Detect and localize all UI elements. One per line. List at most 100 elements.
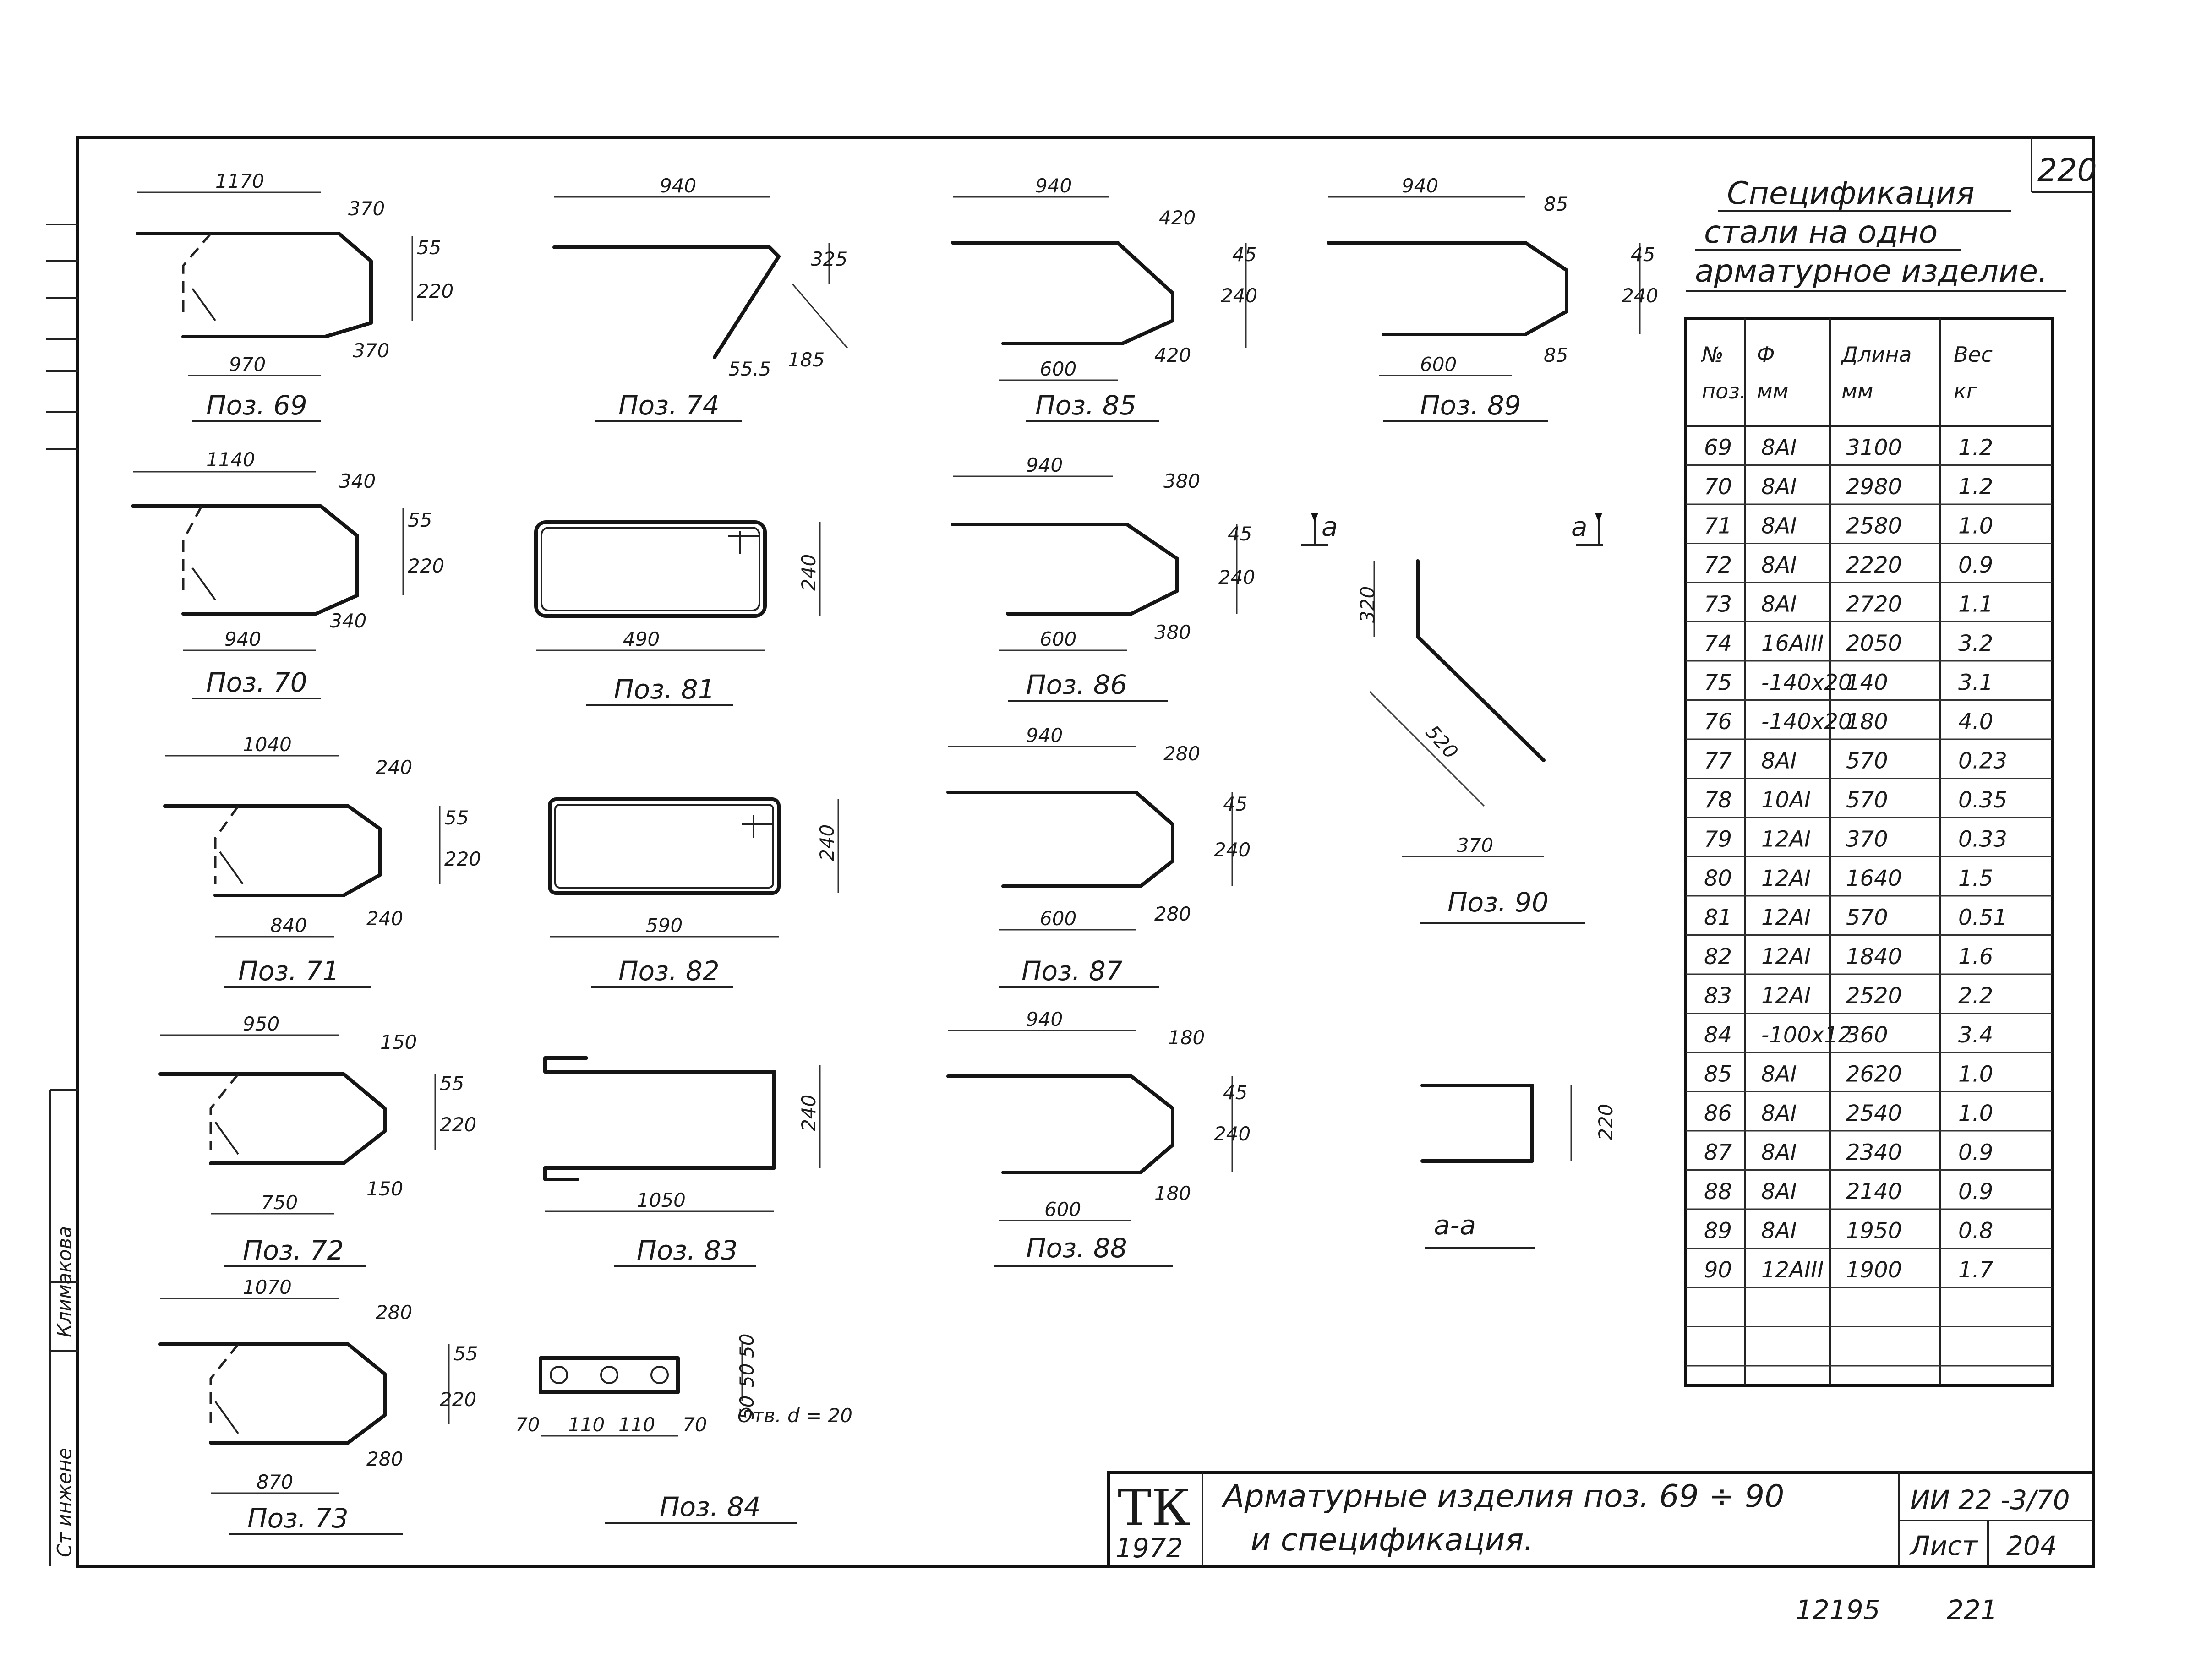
hole-2-icon	[600, 1366, 618, 1384]
table-cell: 0.9	[1958, 1179, 1993, 1205]
table-cell: 81	[1704, 905, 1732, 931]
position-71-drawing: 1040 240 55 220 840 240 Поз. 71	[163, 733, 481, 988]
dim-83-0: 240	[797, 1095, 820, 1131]
position-88-drawing: 940 180 45 240 600 180 Поз. 88	[946, 1008, 1251, 1267]
table-cell: 70	[1704, 474, 1732, 500]
table-cell: 8AI	[1761, 1062, 1797, 1087]
table-cell: 3.1	[1958, 670, 1993, 696]
label-81: Поз. 81	[614, 674, 715, 705]
table-cell: 82	[1704, 944, 1732, 970]
spec-title-line-1: Спецификация	[1727, 175, 1975, 212]
table-cell: 77	[1704, 748, 1732, 774]
table-header-3-1: кг	[1954, 379, 1978, 403]
title-block: ТК 1972 Арматурные изделия поз. 69 ÷ 90 …	[1107, 1471, 2095, 1568]
dim-85-0: 940	[1035, 174, 1072, 197]
table-cell: 2340	[1846, 1140, 1902, 1166]
position-73-drawing: 1070 280 55 220 870 280 Поз. 73	[158, 1276, 478, 1535]
dim-86-0: 940	[1026, 454, 1063, 476]
dim-74-1: 325	[811, 248, 847, 270]
position-86-drawing: 940 380 45 240 600 380 Поз. 86	[951, 454, 1255, 702]
dim-71-3: 220	[444, 848, 481, 870]
table-cell: 3.2	[1958, 631, 1993, 656]
table-cell: 370	[1846, 827, 1888, 852]
dim-71-4: 840	[270, 914, 307, 937]
label-83: Поз. 83	[637, 1235, 738, 1266]
label-69: Поз. 69	[206, 390, 307, 421]
dim-81-1: 490	[623, 628, 660, 650]
dim-85-3: 240	[1221, 284, 1257, 307]
spec-title-line-3: арматурное изделие.	[1695, 253, 2048, 289]
table-cell: 360	[1846, 1022, 1888, 1048]
label-84: Поз. 84	[660, 1491, 761, 1522]
dim-85-1: 420	[1159, 207, 1196, 229]
dim-88-3: 240	[1214, 1123, 1251, 1145]
dim-74-2: 55.5	[728, 358, 771, 380]
table-cell: 12AI	[1761, 905, 1811, 931]
table-cell: 1900	[1846, 1257, 1902, 1283]
dim-89-2: 45	[1631, 243, 1655, 266]
table-cell: 8AI	[1761, 1140, 1797, 1166]
table-cell: 74	[1704, 631, 1732, 656]
table-cell: 87	[1704, 1140, 1732, 1166]
table-cell: 0.23	[1958, 748, 2007, 774]
table-cell: 80	[1704, 866, 1732, 891]
dim-70-3: 220	[408, 555, 444, 577]
dim-82-1: 590	[646, 914, 683, 937]
drawing-title-line-2: и спецификация.	[1251, 1522, 1534, 1558]
table-cell: -100x12	[1761, 1022, 1852, 1048]
dim-84-6: 70	[683, 1413, 707, 1436]
table-header-2-1: мм	[1841, 379, 1873, 403]
label-71: Поз. 71	[238, 955, 339, 987]
table-header-0-0: №	[1700, 342, 1724, 367]
table-cell: 0.8	[1958, 1218, 1993, 1244]
title-year: 1972	[1115, 1532, 1183, 1564]
table-cell: 73	[1704, 592, 1732, 617]
table-cell: 12AI	[1761, 827, 1811, 852]
table-cell: 8AI	[1761, 513, 1797, 539]
dim-71-5: 240	[366, 907, 403, 930]
table-cell: 0.51	[1958, 905, 2007, 931]
bottom-number-right: 221	[1947, 1594, 1998, 1625]
label-89: Поз. 89	[1420, 390, 1521, 421]
position-82-drawing: 240 590 Поз. 82	[548, 797, 839, 988]
label-72: Поз. 72	[243, 1235, 344, 1266]
label-74: Поз. 74	[618, 390, 720, 421]
position-81-drawing: 240 490 Поз. 81	[534, 520, 821, 706]
label-70: Поз. 70	[206, 667, 307, 698]
dim-87-4: 600	[1040, 907, 1076, 930]
dim-89-5: 85	[1544, 344, 1568, 366]
dim-74-3: 185	[788, 349, 825, 371]
table-cell: 2050	[1846, 631, 1902, 656]
hole-1-icon	[550, 1366, 568, 1384]
label-88: Поз. 88	[1026, 1232, 1127, 1264]
table-cell: 8AI	[1761, 1101, 1797, 1126]
table-cell: 78	[1704, 787, 1732, 813]
dim-88-0: 940	[1026, 1008, 1063, 1031]
table-header-0-1: поз.	[1702, 379, 1746, 403]
table-header-3-0: Вес	[1954, 342, 1993, 367]
dim-73-2: 55	[453, 1342, 478, 1365]
dim-86-4: 600	[1040, 628, 1076, 650]
dim-71-0: 1040	[243, 733, 292, 756]
position-89-drawing: 940 85 45 240 600 85 Поз. 89	[1327, 174, 1658, 422]
table-cell: 8AI	[1761, 435, 1797, 461]
dim-69-1: 370	[348, 197, 385, 220]
dim-85-5: 420	[1154, 344, 1191, 366]
label-87: Поз. 87	[1021, 955, 1123, 987]
spec-title-line-2: стали на одно	[1704, 214, 1938, 251]
position-70-drawing: 1140 340 55 220 940 340 Поз. 70	[131, 448, 444, 699]
table-cell: 85	[1704, 1062, 1732, 1087]
table-cell: 8AI	[1761, 1179, 1797, 1205]
label-90: Поз. 90	[1447, 887, 1549, 918]
dim-73-5: 280	[366, 1448, 403, 1470]
table-cell: 1.2	[1958, 474, 1993, 500]
table-cell: 1640	[1846, 866, 1902, 891]
spec-title: Спецификация стали на одно арматурное из…	[1686, 175, 2066, 292]
table-cell: 72	[1704, 552, 1732, 578]
table-header-2-0: Длина	[1841, 342, 1912, 367]
table-cell: 86	[1704, 1101, 1732, 1126]
position-84-drawing: 50 50 50 70 110 110 70 Отв. d = 20 Поз. …	[515, 1334, 852, 1524]
dim-88-1: 180	[1168, 1026, 1205, 1049]
stamp-role: Ст инжене	[53, 1448, 76, 1557]
section-dim: 220	[1595, 1104, 1617, 1140]
